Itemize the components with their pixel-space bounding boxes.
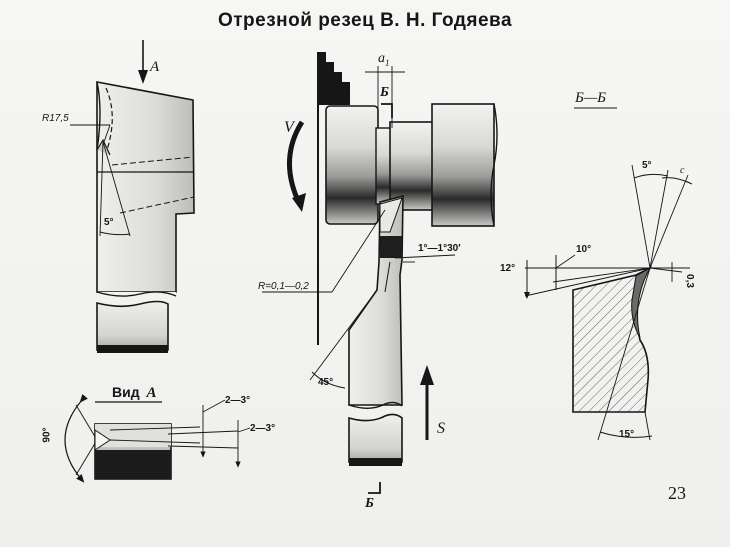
break-line-top [96, 291, 177, 297]
section-chip-groove [631, 266, 652, 339]
workpiece-right [431, 103, 495, 227]
angle-c-arc [661, 177, 693, 185]
section-angle-12: 12° [500, 263, 516, 274]
section-bb-caption: Б—Б [575, 90, 607, 106]
land-line [649, 267, 683, 273]
head-dashed-curve [105, 87, 113, 151]
tip-angle-label: 1°—1°30′ [418, 243, 461, 254]
section-bottom-label: Б [365, 496, 374, 511]
angle-ref-c [649, 174, 689, 269]
head-curve [96, 81, 101, 151]
section-angle-15: 15° [619, 429, 635, 440]
section-mark-top [381, 103, 393, 118]
angle-line-2 [99, 141, 104, 237]
angle-5-arc [633, 173, 669, 179]
rotation-arrow [287, 120, 305, 207]
angle-ref-15 [597, 267, 651, 441]
angle-90-label: 90° [41, 427, 53, 443]
view-arrow-a-label: A [150, 59, 160, 75]
angle-10-line [552, 267, 651, 283]
workpiece-mid [389, 121, 435, 211]
left-cutter-side-view [70, 40, 195, 353]
section-angle-top: 5° [642, 160, 652, 171]
feed-label: S [437, 420, 445, 437]
tip-edge [96, 138, 111, 156]
taper-top-label: 2—3° [225, 395, 251, 406]
angle-15-arc [599, 431, 653, 438]
view-a-top-face [95, 424, 171, 447]
rotation-label: V [284, 119, 294, 136]
blade-edge-line [384, 261, 391, 293]
width-letter: a [378, 51, 385, 66]
taper-bottom-label: 2—3° [250, 423, 276, 434]
chamfer-arc [311, 371, 346, 389]
chamfer-line [309, 289, 378, 381]
rotation-arrow-head [292, 193, 306, 212]
left-angle-label: 5° [104, 217, 114, 228]
angle-line-1 [102, 141, 131, 237]
radius-leader-center [331, 209, 386, 293]
section-top-label: Б [380, 85, 389, 100]
section-land-label: 0,3 [683, 274, 695, 288]
angle-ref-vertical [631, 164, 651, 269]
left-radius-label: R17,5 [42, 113, 69, 124]
cutter-shank-end [96, 300, 169, 351]
taper-leader-1 [202, 399, 226, 413]
section-gamma-label: c [680, 165, 685, 176]
angle-ref-15b [644, 411, 651, 441]
angle-ref-5 [649, 169, 669, 269]
angle-10-leader [555, 254, 576, 269]
chuck-jaws [318, 52, 350, 105]
dashed-line-upper [111, 156, 195, 166]
radius-leader-2 [103, 124, 111, 143]
shank-base [97, 345, 168, 353]
width-subscript: 1 [385, 57, 390, 68]
blade-shank [348, 413, 403, 463]
taper-line-1 [109, 426, 201, 431]
section-bb-drawing [524, 107, 693, 441]
angle-12-line [524, 267, 651, 297]
tip-angle-leader [394, 254, 456, 259]
section-angle-10: 10° [576, 244, 592, 255]
angle-90-lines [75, 404, 98, 476]
center-cutter-blade [348, 194, 404, 406]
center-assembly [262, 52, 498, 494]
slide-title: Отрезной резец В. Н. Годяева [217, 10, 513, 31]
blade-tip [379, 197, 403, 233]
taper-line-2 [109, 439, 201, 444]
workpiece-left [325, 105, 379, 225]
blade-break [348, 401, 403, 409]
center-radius-label: R=0,1—0,2 [258, 281, 309, 292]
feed-arrow-head [420, 365, 434, 385]
view-a-caption-word: Вид [112, 384, 140, 400]
page-number: 23 [668, 483, 686, 503]
section-mark-bottom [368, 482, 381, 494]
dashed-line-lower [119, 196, 195, 214]
workpiece-break [490, 103, 498, 227]
view-a-dark-face [95, 450, 171, 479]
angle-arc [99, 231, 131, 236]
width-label: a1 [378, 52, 390, 68]
blade-shank-base [349, 458, 402, 466]
taper-leader-2 [237, 427, 251, 433]
view-a-tip [94, 429, 111, 451]
view-arrow-head [138, 70, 148, 84]
chamfer-label: 45° [318, 377, 334, 388]
angle-90-arc [64, 394, 88, 483]
view-a-drawing [64, 394, 251, 483]
blade-dark-band [380, 236, 402, 258]
view-a-caption: Вид A [112, 385, 157, 401]
view-a-caption-letter: A [146, 385, 157, 401]
